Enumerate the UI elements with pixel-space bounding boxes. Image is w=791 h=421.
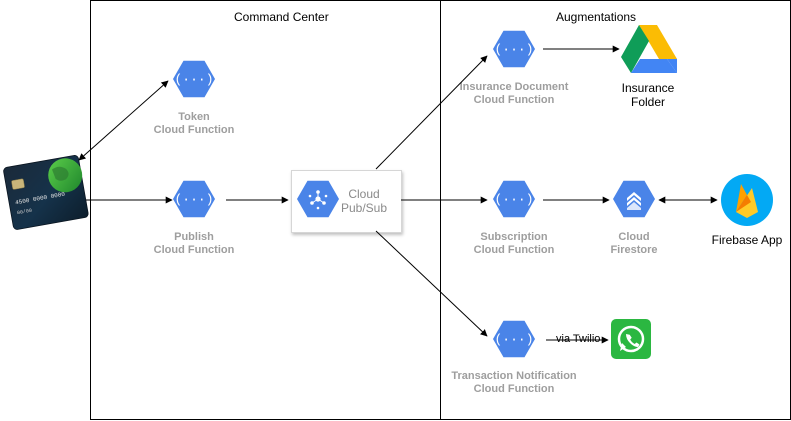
publish-function-type: Cloud Function (153, 244, 235, 256)
insurance-function-icon: (···) (493, 30, 535, 68)
insurance-folder-line1: Insurance (621, 81, 675, 95)
subscription-function-type: Cloud Function (473, 244, 555, 256)
insurance-function-name: Insurance Document (459, 81, 569, 93)
via-twilio-label: via Twilio (556, 333, 601, 345)
svg-text:(···): (···) (494, 332, 533, 347)
subscription-function-label: Subscription Cloud Function (454, 231, 574, 257)
token-function-icon: (···) (173, 60, 215, 98)
publish-function-icon: (···) (173, 180, 215, 218)
whatsapp-icon (611, 319, 651, 359)
insurance-function-label: Insurance Document Cloud Function (444, 81, 584, 107)
pubsub-name-line1: Cloud (348, 187, 380, 201)
svg-text:(···): (···) (174, 72, 213, 87)
firestore-name-line2: Firestore (610, 244, 658, 256)
edge-pubsub-notification (375, 230, 488, 337)
firebase-icon (721, 174, 773, 226)
subscription-function-icon: (···) (493, 180, 535, 218)
google-drive-icon (621, 25, 677, 73)
token-function-type: Cloud Function (153, 124, 235, 136)
svg-text:(···): (···) (494, 192, 533, 207)
edge-pubsub-insurance (375, 55, 488, 170)
notification-function-name: Transaction Notification (451, 370, 577, 382)
svg-text:(···): (···) (174, 192, 213, 207)
insurance-folder-line2: Folder (630, 95, 665, 109)
pubsub-icon (297, 180, 339, 218)
edge-card-token (78, 80, 169, 161)
insurance-folder-label: Insurance Folder (608, 81, 688, 109)
token-function-name: Token (178, 111, 210, 123)
insurance-function-type: Cloud Function (473, 94, 555, 106)
svg-text:(···): (···) (494, 42, 533, 57)
subscription-function-name: Subscription (480, 231, 548, 243)
credit-card-icon: 4500 0000 0000 00/00 (3, 155, 89, 230)
publish-function-name: Publish (174, 231, 214, 243)
pubsub-label: Cloud Pub/Sub (339, 187, 389, 215)
notification-function-type: Cloud Function (473, 383, 555, 395)
command-center-title: Command Center (234, 10, 329, 24)
svg-text:00/00: 00/00 (17, 208, 33, 217)
notification-function-label: Transaction Notification Cloud Function (444, 370, 584, 396)
firestore-label: Cloud Firestore (594, 231, 674, 257)
notification-function-icon: (···) (493, 320, 535, 358)
firestore-icon (613, 180, 655, 218)
pubsub-name-line2: Pub/Sub (340, 201, 388, 215)
token-function-label: Token Cloud Function (134, 111, 254, 137)
publish-function-label: Publish Cloud Function (134, 231, 254, 257)
firestore-name-line1: Cloud (618, 231, 650, 243)
firebase-app-label: Firebase App (711, 233, 783, 247)
augmentations-title: Augmentations (556, 10, 637, 24)
